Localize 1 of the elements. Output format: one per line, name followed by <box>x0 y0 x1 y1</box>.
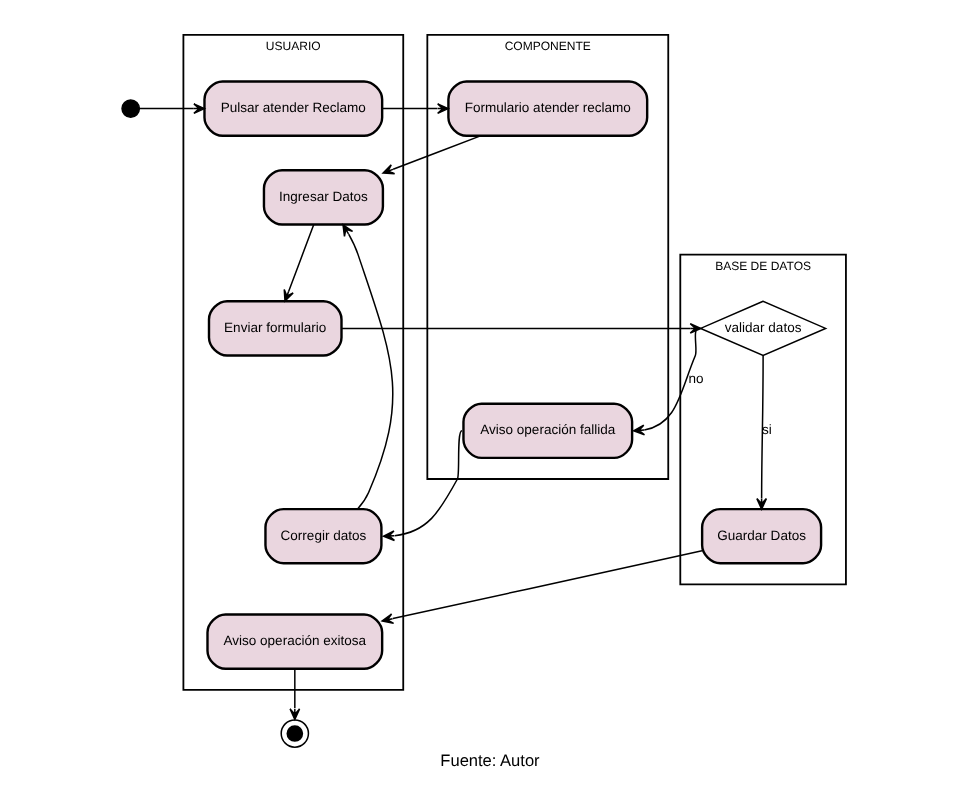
caption: Fuente: Autor <box>439 752 539 771</box>
